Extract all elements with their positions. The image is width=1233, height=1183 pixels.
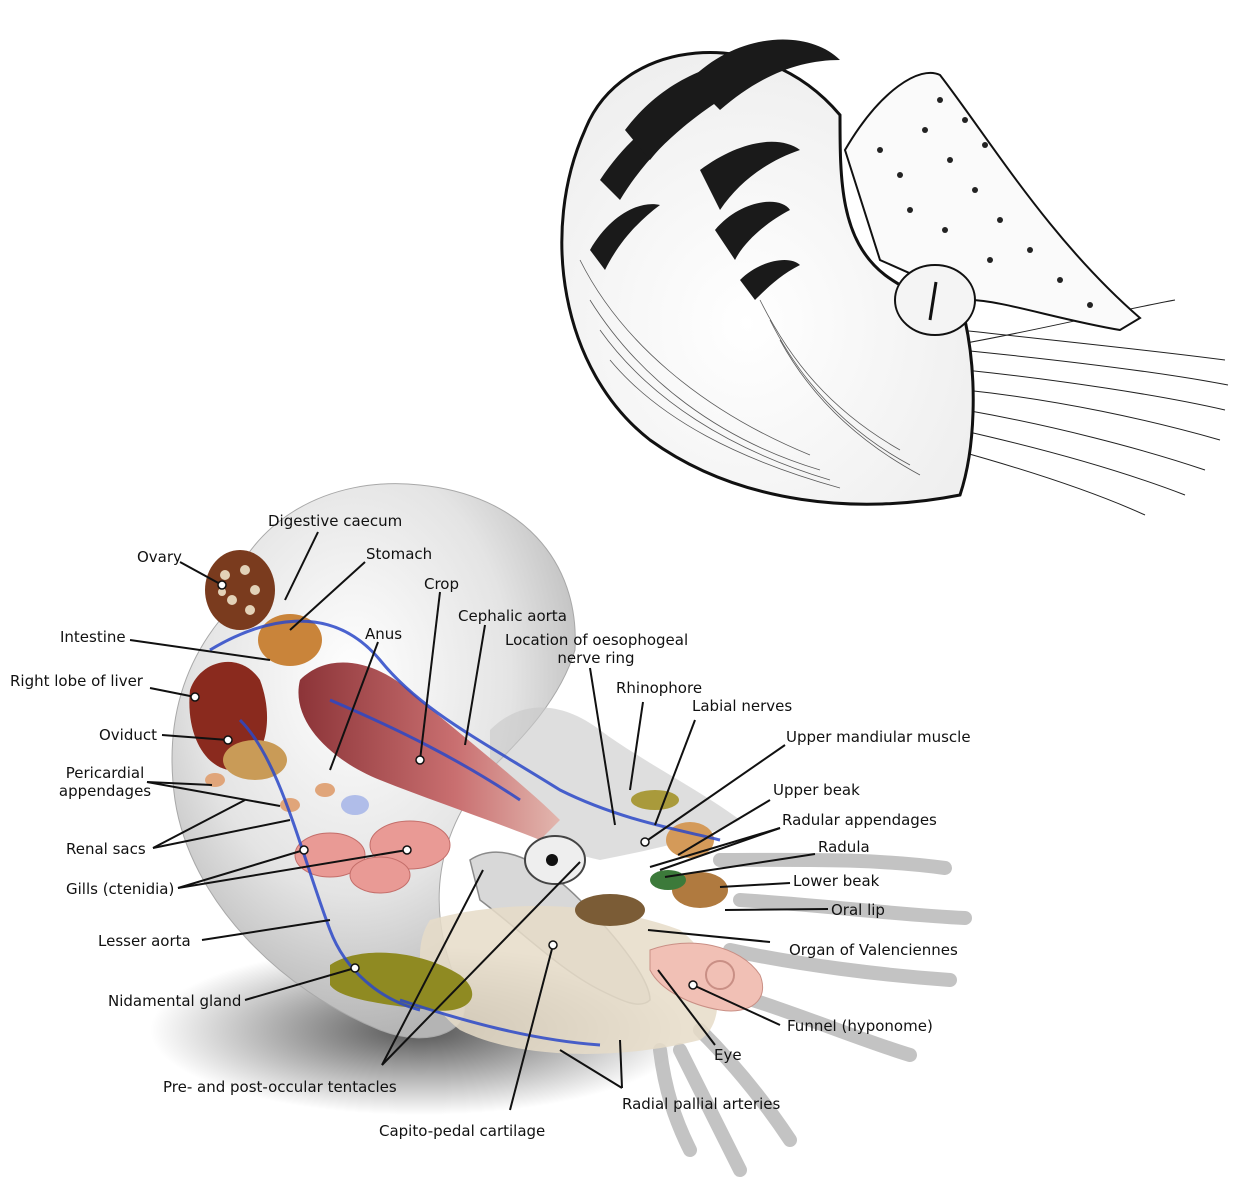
label-digestive-caecum: Digestive caecum — [268, 512, 402, 530]
label-pericardial-line2: appendages — [50, 782, 160, 800]
label-organ-valenciennes: Organ of Valenciennes — [789, 941, 958, 959]
nautilus-shell-sketch — [562, 40, 1228, 515]
label-anus: Anus — [365, 625, 402, 643]
label-radular-appendages: Radular appendages — [782, 811, 937, 829]
label-tentacles: Pre- and post-occular tentacles — [163, 1078, 397, 1096]
label-lower-beak: Lower beak — [793, 872, 879, 890]
label-pericardial-appendages: Pericardial appendages — [50, 764, 160, 800]
label-ovary: Ovary — [137, 548, 182, 566]
label-crop: Crop — [424, 575, 459, 593]
label-nerve-ring-line1: Location of oesophogeal — [505, 631, 687, 649]
label-renal-sacs: Renal sacs — [66, 840, 146, 858]
label-oral-lip: Oral lip — [831, 901, 885, 919]
label-lesser-aorta: Lesser aorta — [98, 932, 191, 950]
label-nerve-ring-line2: nerve ring — [505, 649, 687, 667]
label-capito-pedal-cartilage: Capito-pedal cartilage — [379, 1122, 545, 1140]
label-pericardial-line1: Pericardial — [50, 764, 160, 782]
label-nerve-ring: Location of oesophogeal nerve ring — [505, 631, 687, 667]
label-funnel: Funnel (hyponome) — [787, 1017, 933, 1035]
label-radula: Radula — [818, 838, 870, 856]
label-rhinophore: Rhinophore — [616, 679, 702, 697]
label-labial-nerves: Labial nerves — [692, 697, 792, 715]
label-intestine: Intestine — [60, 628, 126, 646]
label-eye: Eye — [714, 1046, 742, 1064]
label-oviduct: Oviduct — [99, 726, 157, 744]
label-nidamental-gland: Nidamental gland — [108, 992, 241, 1010]
label-gills: Gills (ctenidia) — [66, 880, 174, 898]
label-radial-pallial-arteries: Radial pallial arteries — [622, 1095, 780, 1113]
label-stomach: Stomach — [366, 545, 432, 563]
label-cephalic-aorta: Cephalic aorta — [458, 607, 567, 625]
label-upper-beak: Upper beak — [773, 781, 860, 799]
label-right-lobe-liver: Right lobe of liver — [10, 672, 143, 690]
label-upper-mandibular-muscle: Upper mandiular muscle — [786, 728, 971, 746]
